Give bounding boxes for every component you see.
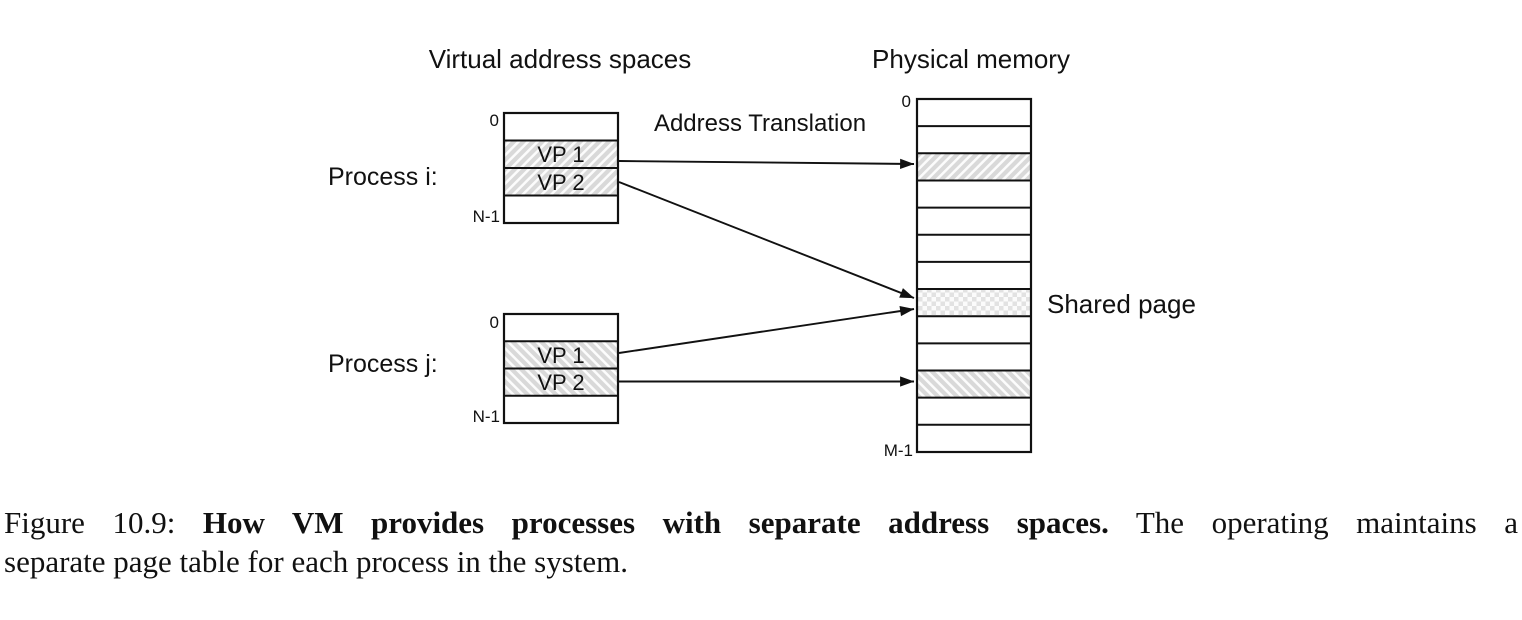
process-i-label: Process i:	[328, 163, 438, 191]
physical-memory-title: Physical memory	[872, 44, 1070, 74]
process-j-addr-0-label: 0	[490, 313, 499, 332]
caption-line-2: separate page table for each process in …	[4, 544, 629, 579]
process-j-vp1-label: VP 1	[537, 343, 584, 368]
process-j-addr-n1-label2: N-1	[473, 407, 500, 426]
physical-memory-column: 0 M-1	[884, 92, 1033, 460]
process-i-box: VP 1 VP 2 0 N-1	[473, 111, 620, 226]
arrow-pi-vp2-to-shared	[618, 181, 915, 299]
figure-caption: Figure 10.9: How VM provides processes w…	[4, 503, 1518, 581]
diagram-canvas: Virtual address spaces Physical memory P…	[328, 44, 1196, 460]
caption-figure-label: Figure 10.9:	[4, 505, 176, 540]
process-i-addr-n1-label: N-1	[473, 207, 500, 226]
mapping-arrows	[618, 158, 915, 387]
caption-line1-rest: The operating maintains a	[1135, 505, 1518, 540]
process-i-addr-0-label: 0	[490, 111, 499, 130]
virtual-address-spaces-title: Virtual address spaces	[429, 44, 692, 74]
process-j-vp2-label: VP 2	[537, 370, 584, 395]
physical-addr-m1-label: M-1	[884, 441, 913, 460]
process-i-vp2-label: VP 2	[537, 170, 584, 195]
process-j-label: Process j:	[328, 350, 438, 378]
arrow-pi-vp1-to-pm3	[618, 158, 915, 169]
process-j-box: VP 1 VP 2 0 M-1 N-1	[473, 312, 620, 426]
physical-addr-0-label: 0	[902, 92, 911, 111]
process-i-vp1-label: VP 1	[537, 142, 584, 167]
arrow-pj-vp1-to-shared	[618, 306, 915, 354]
address-translation-label: Address Translation	[654, 110, 866, 137]
shared-page-label: Shared page	[1047, 289, 1196, 319]
caption-line-1: Figure 10.9: How VM provides processes w…	[4, 503, 1518, 542]
caption-bold-title: How VM provides processes with separate …	[202, 505, 1109, 540]
